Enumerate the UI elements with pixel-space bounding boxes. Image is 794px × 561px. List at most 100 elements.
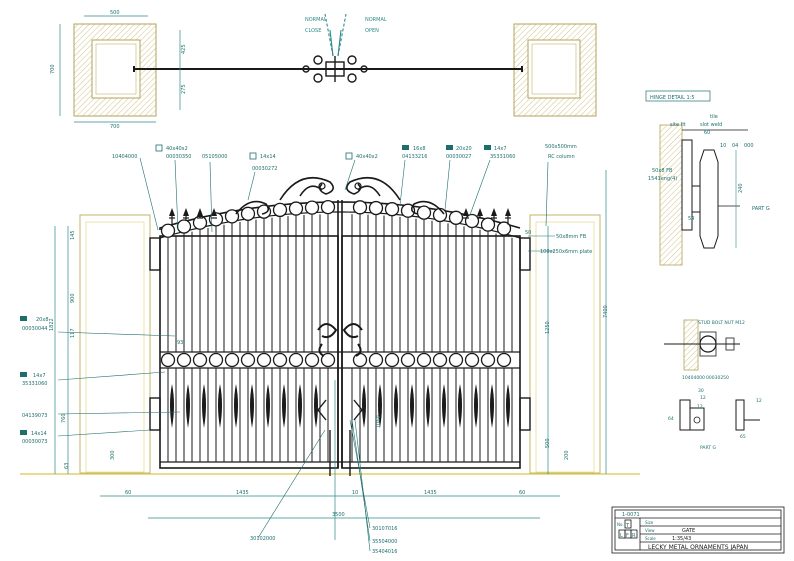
hinge-d240: 240 — [738, 183, 744, 193]
dim-1250: 1250 — [545, 321, 551, 334]
top-finial — [505, 208, 511, 216]
middle-ring — [416, 352, 432, 368]
callout-14x14b: 14x14 — [31, 431, 47, 437]
tb-view-value: GATE — [682, 528, 695, 534]
callout-20x8: 20x8 — [36, 317, 49, 323]
stud-code-1: 10404000 — [682, 375, 705, 381]
hinge-part-g: PART G — [752, 206, 770, 212]
lower-spear — [186, 384, 190, 428]
lower-spear — [378, 384, 382, 428]
plan-dim-right-b: 275 — [181, 84, 187, 94]
tb-no-value: 1-0071 — [622, 512, 640, 518]
elevation-columns — [79, 214, 601, 474]
crown-curl — [318, 182, 326, 190]
callout-14x7b: 14x7 — [33, 373, 46, 379]
arch-ring — [464, 213, 480, 229]
top-finial — [211, 208, 217, 216]
stud-code-2: 00030250 — [706, 375, 729, 381]
hinge-d000: 000 — [744, 143, 754, 149]
lower-spear — [474, 384, 478, 428]
plan-left-column-inner — [91, 39, 141, 99]
dim-60-right: 60 — [519, 490, 525, 496]
partg-d12a: 12 — [700, 395, 706, 401]
lower-spear — [170, 384, 174, 428]
marker-20x20 — [446, 145, 453, 150]
hinge-tile: tile — [710, 114, 718, 120]
dim-1435-right: 1435 — [424, 490, 437, 496]
middle-ring — [368, 352, 384, 368]
middle-ring — [256, 352, 272, 368]
plan-dim-bottom: 700 — [110, 124, 120, 130]
middle-ring — [224, 352, 240, 368]
callout-rc-column: RC column — [548, 154, 575, 160]
lower-spear — [282, 384, 286, 428]
lower-spear — [266, 384, 270, 428]
tb-no-label: No. — [617, 522, 624, 527]
hinge-plate-right-top — [519, 237, 531, 271]
hinge-site-fit: site fit — [670, 122, 686, 128]
dim-1822: 1822 — [49, 318, 55, 331]
dim-500: 500 — [545, 438, 551, 448]
middle-ring — [320, 352, 336, 368]
lower-spear — [458, 384, 462, 428]
dim-93: 93 — [177, 340, 183, 346]
callout-00030073: 00030073 — [22, 439, 47, 445]
arch-ring — [384, 202, 400, 217]
middle-ring — [352, 352, 368, 368]
lower-spear — [314, 384, 318, 428]
middle-ring — [464, 352, 480, 368]
callout-00030044: 00030044 — [22, 326, 47, 332]
middle-ring — [384, 352, 400, 368]
arch-ring — [256, 204, 272, 219]
elevation-dimensions — [54, 170, 607, 540]
arch-ring — [272, 202, 288, 218]
callout-04139073: 04139073 — [22, 413, 47, 419]
tb-side-t: T — [625, 523, 630, 529]
top-finial — [477, 208, 483, 216]
lower-spear — [394, 384, 398, 428]
arch-ring — [496, 221, 512, 236]
hinge-slot-weld: slot weld — [700, 122, 722, 128]
callout-35331060: 35331060 — [490, 154, 515, 160]
callout-30107016: 30107016 — [372, 526, 397, 532]
arch-ring — [304, 200, 320, 215]
crown-curl — [354, 182, 362, 190]
dim-760: 760 — [61, 413, 67, 423]
crown-scroll — [235, 200, 270, 215]
arch-ring — [320, 199, 336, 215]
dim-10: 10 — [352, 490, 358, 496]
marker-40x40x2 — [155, 144, 163, 152]
callout-labels: 10404000 40x40x2 00030350 05105000 14x14… — [20, 144, 592, 555]
callout-04133216: 04133216 — [402, 154, 427, 160]
dim-200: 200 — [564, 450, 570, 460]
arch-ring — [208, 212, 224, 227]
callout-00030350: 00030350 — [166, 154, 191, 160]
middle-ring — [288, 352, 304, 368]
hinge-plate-left-bottom — [149, 397, 161, 431]
tb-view-label: View — [645, 528, 655, 533]
dim-60-left: 60 — [125, 490, 131, 496]
plan-dim-left: 700 — [50, 64, 56, 74]
lower-spear — [234, 384, 238, 428]
partg-d12b: 12 — [697, 404, 703, 410]
hinge-d60: 60 — [704, 130, 710, 136]
lower-spear — [410, 384, 414, 428]
hinge-d04: 04 — [732, 143, 738, 149]
lower-spear — [362, 384, 366, 428]
callout-20x20: 20x20 — [456, 146, 472, 152]
top-finial — [169, 208, 175, 216]
dim-50: 50 — [525, 230, 531, 236]
marker-14x14a — [249, 152, 257, 160]
dim-1060: 1060 — [376, 415, 382, 428]
tb-scale-label: Scale — [645, 536, 656, 541]
arch-ring — [368, 200, 384, 216]
callout-14x14a: 14x14 — [260, 154, 276, 160]
crown-scroll — [410, 200, 445, 215]
arch-ring — [448, 210, 464, 225]
callout-40x40x2b: 40x40x2 — [356, 154, 378, 160]
lower-spear — [298, 384, 302, 428]
lower-spear — [490, 384, 494, 428]
callout-16x8: 16x8 — [413, 146, 426, 152]
dim-300: 300 — [110, 450, 116, 460]
